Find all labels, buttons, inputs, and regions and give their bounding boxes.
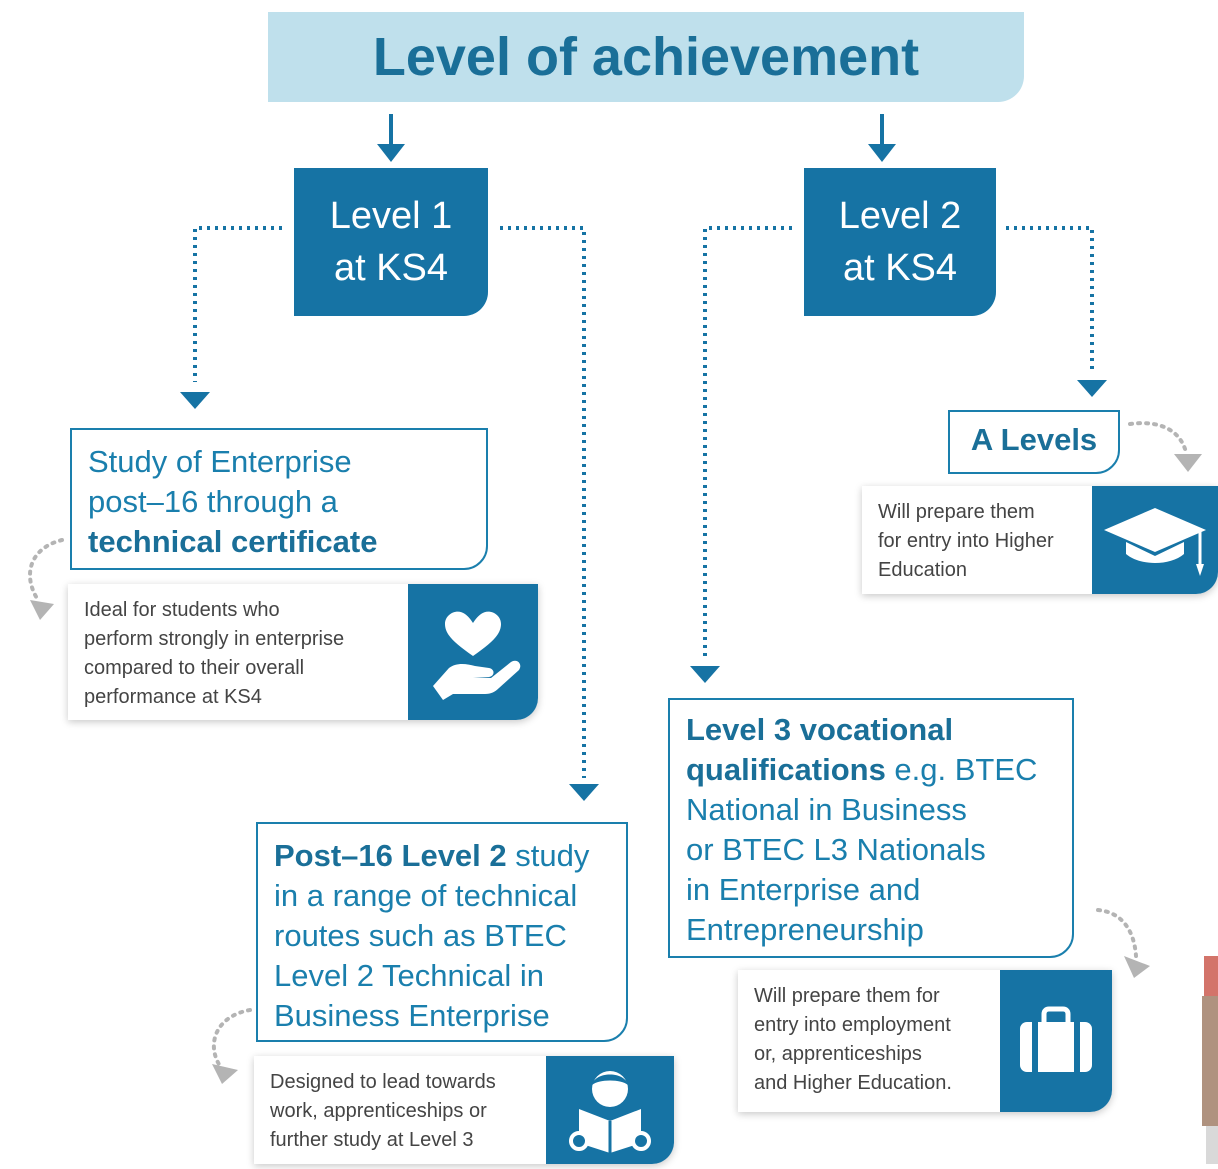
card-line: Education: [878, 559, 967, 581]
enterprise-card: Ideal for students who perform strongly …: [68, 584, 538, 720]
alevels-card: Will prepare them for entry into Higher …: [862, 486, 1218, 594]
page-title: Level of achievement: [268, 12, 1024, 102]
enterprise-bold: technical certificate: [88, 524, 378, 559]
card-line: further study at Level 3: [270, 1129, 474, 1151]
post16-card-text: Designed to lead towards work, apprentic…: [254, 1056, 546, 1164]
card-line: Will prepare them: [878, 501, 1035, 523]
graduation-cap-icon: [1092, 486, 1218, 594]
card-line: or, apprenticeships: [754, 1043, 922, 1065]
level3-rest2: e.g. BTEC: [885, 752, 1038, 787]
level3-line6: Entrepreneurship: [686, 912, 924, 947]
card-line: compared to their overall: [84, 657, 305, 679]
level1-line1: Level 1: [329, 195, 453, 237]
alevels-card-text: Will prepare them for entry into Higher …: [862, 486, 1092, 594]
reader-icon: [546, 1056, 674, 1164]
enterprise-card-text: Ideal for students who perform strongly …: [68, 584, 408, 720]
card-line: and Higher Education.: [754, 1072, 952, 1094]
card-line: work, apprenticeships or: [270, 1100, 487, 1122]
post16-card: Designed to lead towards work, apprentic…: [254, 1056, 674, 1164]
post16-line2: in a range of technical: [274, 878, 578, 913]
level3-bold1: Level 3 vocational: [686, 712, 954, 747]
card-line: Will prepare them for: [754, 985, 940, 1007]
enterprise-line1: Study of Enterprise: [88, 444, 352, 479]
level3-card: Will prepare them for entry into employm…: [738, 970, 1112, 1112]
level1-line2: at KS4: [333, 247, 449, 289]
post16-rest1: study: [506, 838, 590, 873]
level3-bold2: qualifications: [686, 752, 886, 787]
enterprise-line2: post–16 through a: [88, 484, 338, 519]
card-line: Designed to lead towards: [270, 1071, 496, 1093]
level2-line1: Level 2: [838, 195, 962, 237]
card-line: entry into employment: [754, 1014, 951, 1036]
post16-line5: Business Enterprise: [274, 998, 550, 1033]
level1-box: Level 1 at KS4: [294, 168, 488, 316]
alevels-box: A Levels: [948, 410, 1120, 474]
card-line: Ideal for students who: [84, 599, 280, 621]
card-line: performance at KS4: [84, 686, 262, 708]
briefcase-icon: [1000, 970, 1112, 1112]
heart-hand-icon: [408, 584, 538, 720]
level3-box: Level 3 vocational qualifications e.g. B…: [668, 698, 1074, 958]
level3-line4: or BTEC L3 Nationals: [686, 832, 986, 867]
post16-bold1: Post–16 Level 2: [274, 838, 507, 873]
level2-line2: at KS4: [842, 247, 958, 289]
person-illustration: [1198, 946, 1218, 1164]
post16-line4: Level 2 Technical in: [274, 958, 544, 993]
level3-card-text: Will prepare them for entry into employm…: [738, 970, 1000, 1112]
level2-box: Level 2 at KS4: [804, 168, 996, 316]
post16-line3: routes such as BTEC: [274, 918, 567, 953]
enterprise-box: Study of Enterprise post–16 through a te…: [70, 428, 488, 570]
alevels-bold: A Levels: [970, 422, 1098, 457]
card-line: perform strongly in enterprise: [84, 628, 345, 650]
level3-line3: National in Business: [686, 792, 967, 827]
level3-line5: in Enterprise and: [686, 872, 921, 907]
post16-box: Post–16 Level 2 study in a range of tech…: [256, 822, 628, 1042]
card-line: for entry into Higher: [878, 530, 1054, 552]
